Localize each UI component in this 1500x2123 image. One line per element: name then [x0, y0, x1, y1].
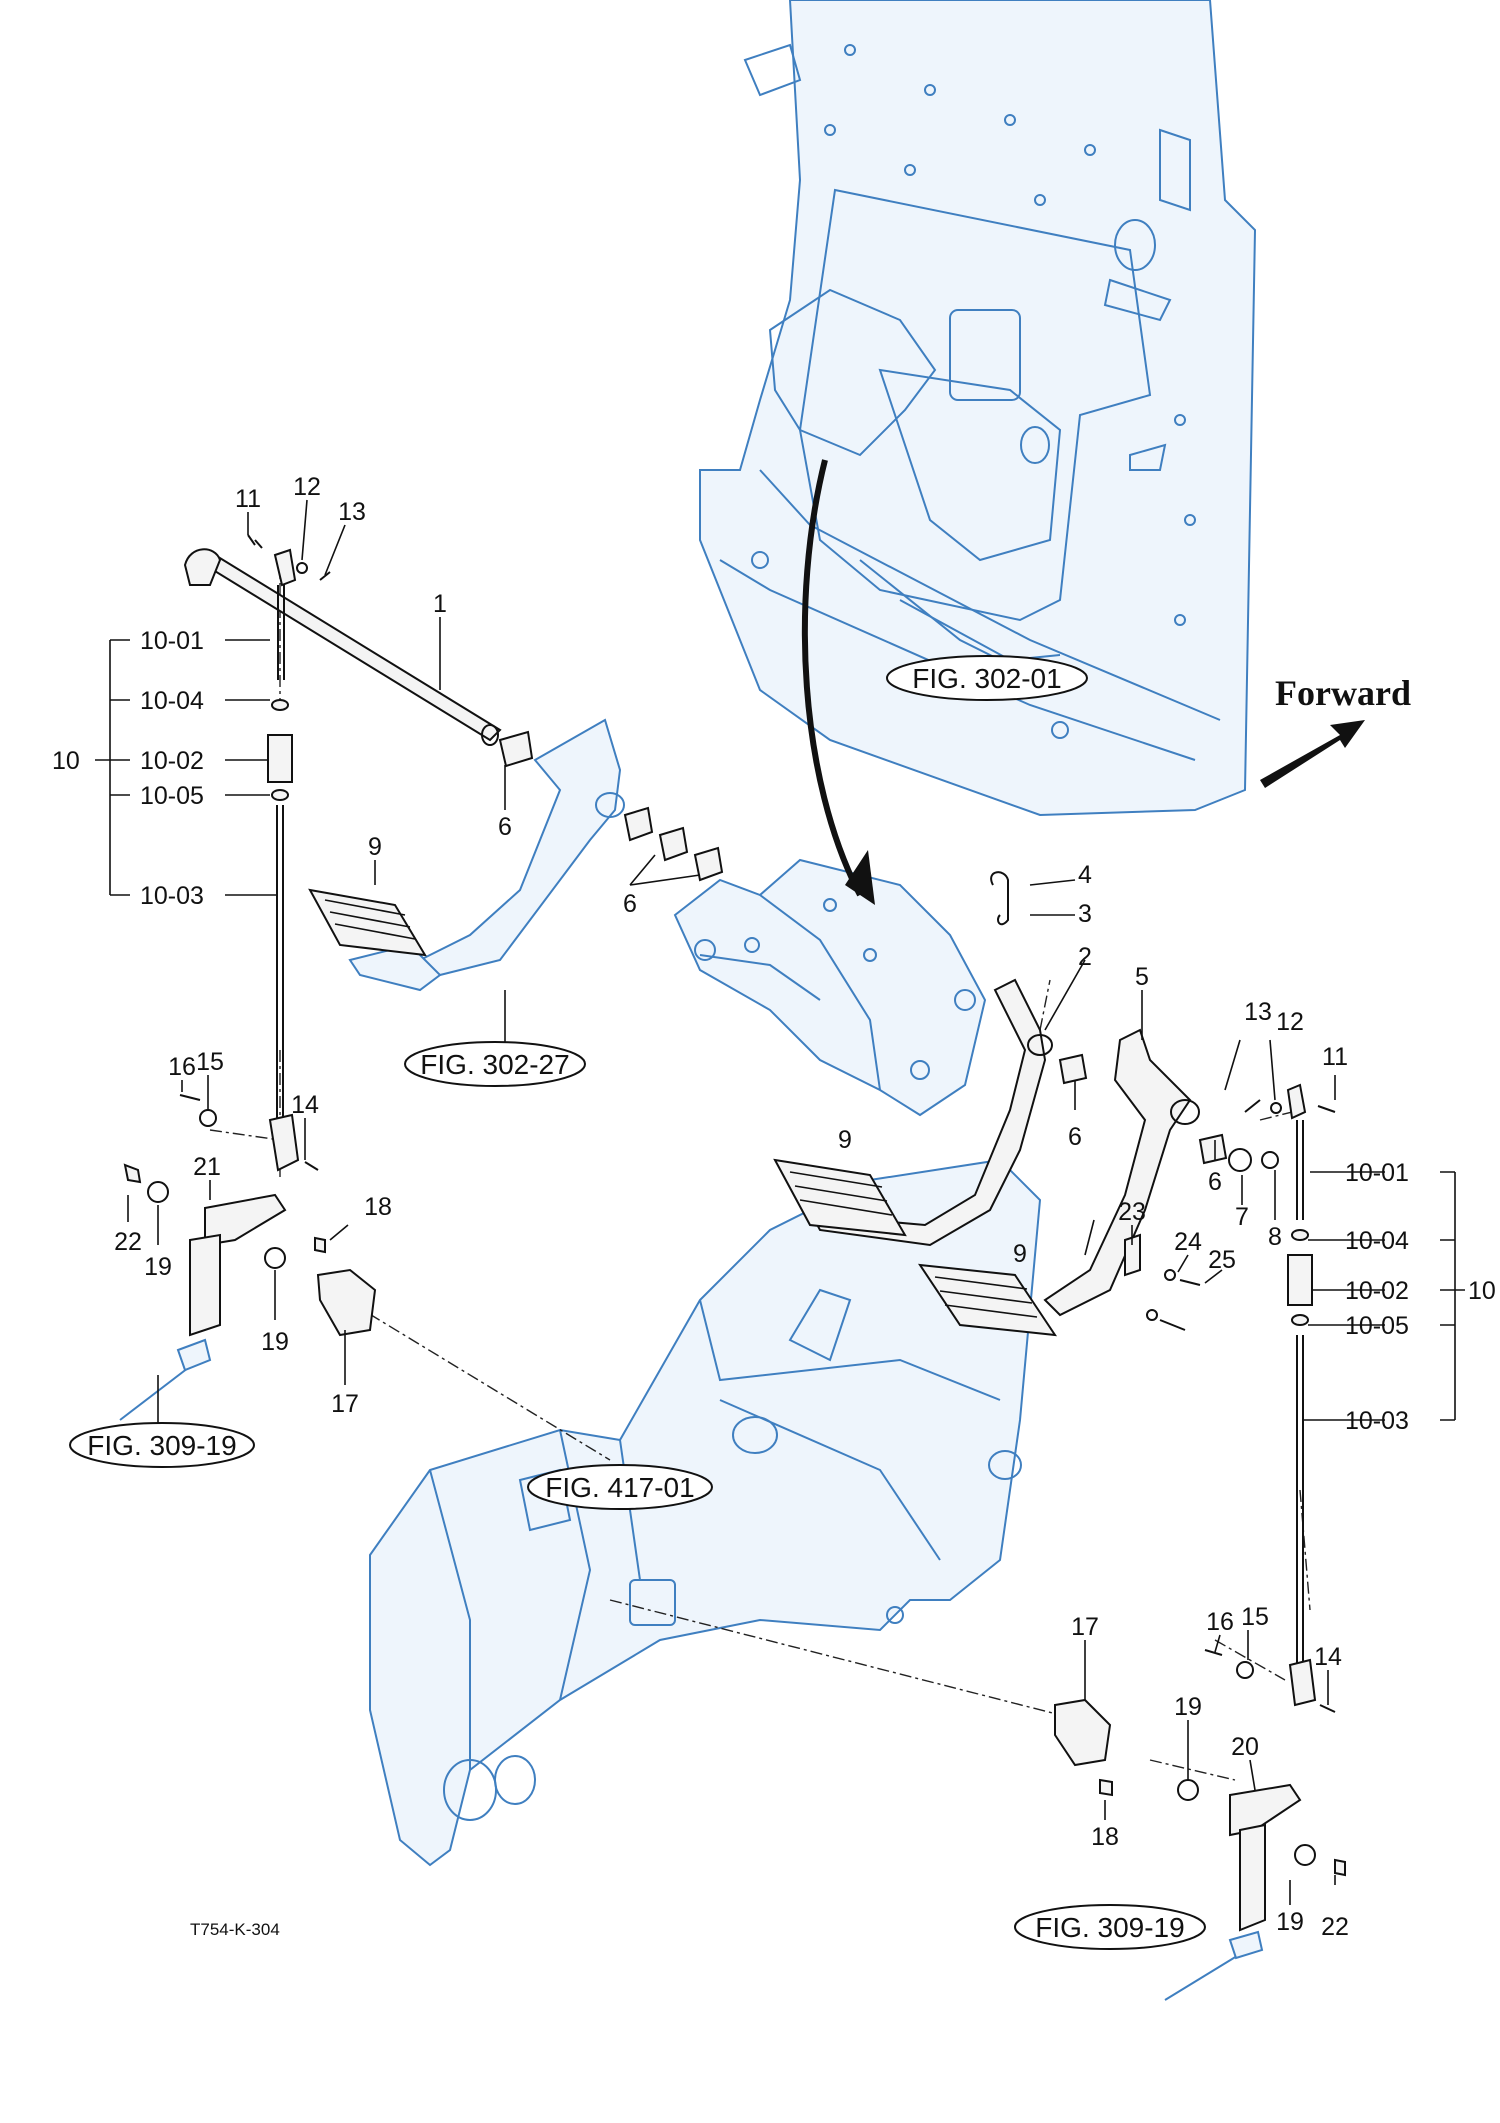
fig-ref-frame-label: FIG. 302-01 — [912, 663, 1061, 694]
callout-2: 2 — [1078, 943, 1092, 971]
pedal-pad-part-9-right-a — [773, 1158, 907, 1237]
fig-ref-left-rod-label: FIG. 309-19 — [87, 1430, 236, 1461]
callout-4: 4 — [1078, 861, 1092, 889]
callout-8: 8 — [1268, 1223, 1282, 1251]
left-callouts: 11 12 13 1 10-01 10-04 10-02 10-05 10-03… — [52, 473, 637, 1418]
callout-10-01-right: 10-01 — [1345, 1159, 1409, 1187]
callout-10-04-right: 10-04 — [1345, 1227, 1409, 1255]
callout-13-right: 13 — [1244, 998, 1272, 1026]
right-callouts: 4 3 2 5 6 6 7 8 9 9 23 24 25 13 12 11 10… — [838, 861, 1496, 1941]
callout-6-right-a: 6 — [1068, 1123, 1082, 1151]
callout-23: 23 — [1118, 1198, 1146, 1226]
callout-9-right-a: 9 — [838, 1126, 852, 1154]
callout-16-right: 16 — [1206, 1608, 1234, 1636]
callout-19-left-a: 19 — [144, 1253, 172, 1281]
pedal-arm-part-5 — [1043, 1028, 1200, 1317]
bushing-part-6-left — [498, 730, 724, 882]
cross-shaft-part-1 — [183, 548, 502, 746]
fig-ref-frame[interactable]: FIG. 302-01 — [886, 655, 1088, 701]
frame-holes-decor — [751, 44, 1196, 739]
cab-frame-reference — [699, 0, 1257, 817]
callout-leaders — [95, 499, 1465, 1905]
callout-7: 7 — [1235, 1203, 1249, 1231]
callout-11-right: 11 — [1322, 1043, 1348, 1071]
callout-15-left: 15 — [196, 1048, 224, 1076]
callout-22-right: 22 — [1321, 1913, 1349, 1941]
pedal-arm-part-2 — [810, 978, 1053, 1247]
fig-ref-left-rod[interactable]: FIG. 309-19 — [69, 1422, 255, 1468]
callout-14-right: 14 — [1314, 1643, 1342, 1671]
pedal-pad-part-9-left — [308, 888, 427, 957]
right-small-parts — [1054, 1053, 1346, 1932]
callout-3: 3 — [1078, 900, 1092, 928]
callout-12-right: 12 — [1276, 1008, 1304, 1036]
callout-9-right-b: 9 — [1013, 1240, 1027, 1268]
forward-label: Forward — [1275, 673, 1411, 713]
callout-22-left: 22 — [114, 1228, 142, 1256]
transmission-housing-reference — [369, 1158, 1042, 1867]
callout-20: 20 — [1231, 1733, 1259, 1761]
right-rod-clevis — [1228, 1930, 1264, 1960]
callout-21: 21 — [193, 1153, 221, 1181]
fig-ref-housing[interactable]: FIG. 417-01 — [527, 1464, 713, 1510]
callout-13: 13 — [338, 498, 366, 526]
callout-6-left-a: 6 — [498, 813, 512, 841]
callout-19-right-b: 19 — [1276, 1908, 1304, 1936]
callout-10-03-right: 10-03 — [1345, 1407, 1409, 1435]
left-linkage-parts — [123, 534, 377, 1337]
fig-ref-right-rod-label: FIG. 309-19 — [1035, 1912, 1184, 1943]
fig-ref-pedal-label: FIG. 302-27 — [420, 1049, 569, 1080]
callout-10-03: 10-03 — [140, 882, 204, 910]
callout-10-02-right: 10-02 — [1345, 1277, 1409, 1305]
callout-10-05-right: 10-05 — [1345, 1312, 1409, 1340]
callout-6-left-b: 6 — [623, 890, 637, 918]
callout-10: 10 — [52, 747, 80, 775]
callout-14-left: 14 — [291, 1091, 319, 1119]
fig-ref-pedal[interactable]: FIG. 302-27 — [404, 1041, 586, 1087]
callout-6-right-b: 6 — [1208, 1168, 1222, 1196]
callout-17-right: 17 — [1071, 1613, 1099, 1641]
spring-parts-3-4 — [990, 871, 1009, 926]
pedal-pad-part-9-right-b — [917, 1263, 1058, 1337]
left-rod-clevis — [176, 1338, 212, 1372]
drawing-code: T754-K-304 — [190, 1920, 280, 1939]
callout-11: 11 — [235, 485, 261, 513]
callout-10-02: 10-02 — [140, 747, 204, 775]
callout-19-left-b: 19 — [261, 1328, 289, 1356]
callout-24: 24 — [1174, 1228, 1202, 1256]
callout-17-left: 17 — [331, 1390, 359, 1418]
callout-10-04: 10-04 — [140, 687, 204, 715]
callout-9-left: 9 — [368, 833, 382, 861]
callout-15-right: 15 — [1241, 1603, 1269, 1631]
callout-18-right: 18 — [1091, 1823, 1119, 1851]
fig-ref-right-rod[interactable]: FIG. 309-19 — [1014, 1904, 1206, 1950]
callout-10-right: 10 — [1468, 1277, 1496, 1305]
fig-302-01-pointer-arrow — [801, 459, 863, 897]
callout-16-left: 16 — [168, 1053, 196, 1081]
callout-1: 1 — [433, 590, 447, 618]
callout-25: 25 — [1208, 1246, 1236, 1274]
callout-18-left: 18 — [364, 1193, 392, 1221]
callout-12: 12 — [293, 473, 321, 501]
fig-ref-housing-label: FIG. 417-01 — [545, 1472, 694, 1503]
forward-arrow — [1260, 720, 1365, 788]
callout-5: 5 — [1135, 963, 1149, 991]
fig-302-01-pointer-arrowhead — [845, 850, 875, 905]
callout-10-05: 10-05 — [140, 782, 204, 810]
callout-19-right-a: 19 — [1174, 1693, 1202, 1721]
pedal-bracket-reference — [673, 858, 987, 1117]
callout-10-01: 10-01 — [140, 627, 204, 655]
pedal-arm-reference — [348, 718, 625, 992]
